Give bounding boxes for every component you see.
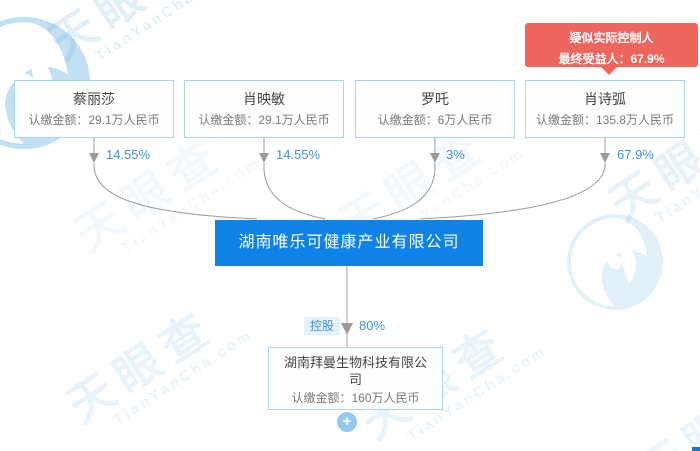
arrowhead-down-icon <box>600 153 610 163</box>
holding-tag: 控股 <box>304 317 341 335</box>
plus-icon: + <box>342 413 352 430</box>
controller-badge-beneficiary: 最终受益人：67.9% <box>558 52 665 66</box>
subsidiary-card[interactable]: 湖南拜曼生物科技有限公司 认缴金额：160万人民币 <box>268 347 443 410</box>
company-node[interactable]: 湖南唯乐可健康产业有限公司 <box>215 220 483 266</box>
shareholder-name: 蔡丽莎 <box>73 91 115 107</box>
company-name: 湖南唯乐可健康产业有限公司 <box>238 234 460 251</box>
controller-badge-title: 疑似实际控制人 <box>569 31 654 45</box>
shareholder-name: 肖诗弧 <box>584 91 626 107</box>
ownership-percent-label: 67.9% <box>617 147 654 162</box>
arrowhead-down-icon <box>89 153 99 163</box>
expand-button[interactable]: + <box>337 412 357 432</box>
holding-percent-label: 80% <box>359 318 386 333</box>
badge-pointer-icon <box>601 67 617 75</box>
ownership-percent-label: 3% <box>446 147 465 162</box>
scrollbar-corner <box>692 447 700 451</box>
shareholder-amount: 认缴金额：29.1万人民币 <box>198 113 330 127</box>
subsidiary-amount: 认缴金额：160万人民币 <box>291 391 420 405</box>
ownership-percent-label: 14.55% <box>106 147 151 162</box>
shareholder-card[interactable]: 肖诗弧 认缴金额：135.8万人民币 <box>525 80 685 138</box>
connector-curve <box>263 162 326 220</box>
connector-curve <box>372 162 436 220</box>
connector-curve <box>93 162 258 220</box>
arrowhead-down-icon <box>430 153 440 163</box>
connector-curve <box>419 162 606 220</box>
shareholder-name: 肖映敏 <box>243 91 285 107</box>
shareholder-card[interactable]: 蔡丽莎 认缴金额：29.1万人民币 <box>14 80 174 138</box>
shareholder-name: 罗吒 <box>421 91 449 107</box>
shareholder-card[interactable]: 罗吒 认缴金额：6万人民币 <box>355 80 515 138</box>
ownership-percent-label: 14.55% <box>276 147 321 162</box>
arrowhead-down-icon <box>341 323 353 335</box>
subsidiary-name: 湖南拜曼生物科技有限公司 <box>283 355 427 387</box>
shareholder-amount: 认缴金额：6万人民币 <box>377 113 493 127</box>
shareholder-card[interactable]: 肖映敏 认缴金额：29.1万人民币 <box>184 80 344 138</box>
shareholder-amount: 认缴金额：29.1万人民币 <box>28 113 160 127</box>
controller-badge[interactable]: 疑似实际控制人 最终受益人：67.9% <box>525 23 698 75</box>
arrowhead-down-icon <box>259 153 269 163</box>
shareholder-amount: 认缴金额：135.8万人民币 <box>535 113 675 127</box>
